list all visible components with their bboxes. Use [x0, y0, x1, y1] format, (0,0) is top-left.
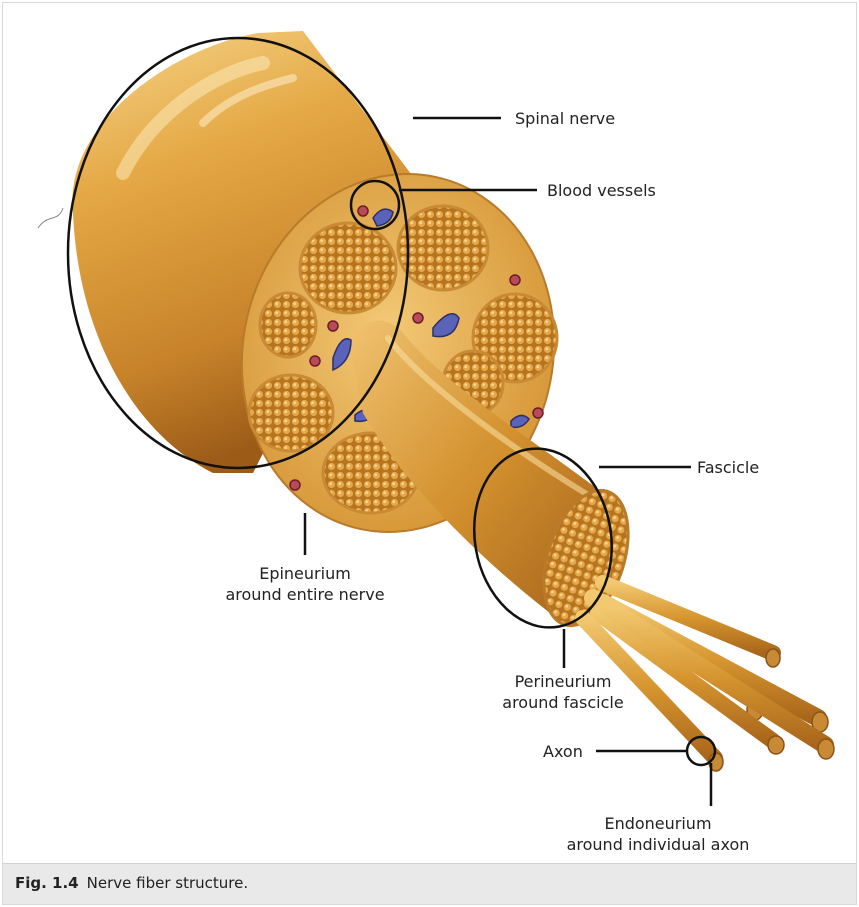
epineurium-label: Epineurium around entire nerve — [205, 563, 405, 605]
fascicle-label: Fascicle — [697, 457, 759, 478]
epineurium-label-line2: around entire nerve — [205, 584, 405, 605]
nerve-illustration: Spinal nerve Blood vessels Fascicle Epin… — [3, 3, 856, 863]
figure-caption: Fig. 1.4 Nerve fiber structure. — [15, 874, 248, 892]
figure-caption-text: Nerve fiber structure. — [87, 874, 248, 892]
endoneurium-label-line1: Endoneurium — [528, 813, 788, 834]
perineurium-label-line1: Perineurium — [443, 671, 683, 692]
blood-vessels-label: Blood vessels — [547, 180, 656, 201]
axon-label: Axon — [543, 741, 583, 762]
nerve-diagram-svg — [3, 3, 856, 863]
perineurium-label-line2: around fascicle — [443, 692, 683, 713]
spinal-nerve-label: Spinal nerve — [515, 108, 615, 129]
perineurium-label: Perineurium around fascicle — [443, 671, 683, 713]
endoneurium-label-line2: around individual axon — [528, 834, 788, 855]
figure-number: Fig. 1.4 — [15, 874, 79, 892]
endoneurium-label: Endoneurium around individual axon — [528, 813, 788, 855]
epineurium-label-line1: Epineurium — [205, 563, 405, 584]
caption-bar: Fig. 1.4 Nerve fiber structure. — [3, 863, 856, 904]
